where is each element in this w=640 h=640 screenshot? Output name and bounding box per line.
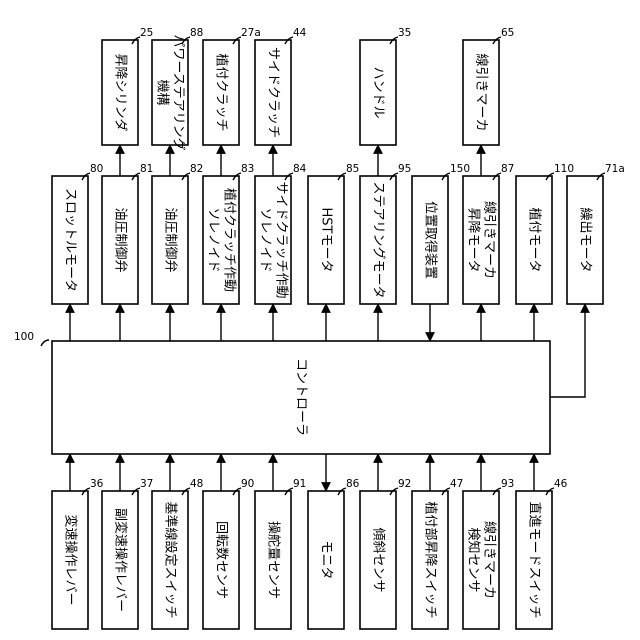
middle-row-block: 油圧制御弁 81 (102, 163, 153, 304)
ref-number: 87 (501, 163, 514, 175)
block-label: 油圧制御弁 (113, 207, 128, 272)
block-label: サイドクラッチ (266, 47, 281, 138)
block-label: HSTモータ (319, 208, 334, 273)
controller-ref-leader (41, 340, 49, 346)
block-label: モニタ (319, 540, 334, 579)
ref-number: 48 (190, 478, 203, 490)
middle-row-block: 位置取得装置 150 (412, 163, 470, 304)
block-label: 昇降シリンダ (113, 53, 128, 131)
bottom-row-block: 線引きマーカ検知センサ 93 (463, 478, 514, 629)
ref-number: 88 (190, 27, 203, 39)
controller-label: コントローラ (294, 358, 309, 436)
block-label: ソレノイド (206, 207, 221, 272)
ref-number: 36 (90, 478, 104, 490)
block-label: 操舵量センサ (266, 521, 282, 599)
top-row-block: 植付クラッチ 27a (203, 27, 261, 145)
block-label: ハンドル (371, 66, 386, 118)
blocks: コントローラ 100 昇降シリンダ 25 パワーステアリング機構 88 植付クラッチ 27… (14, 27, 625, 629)
ref-number: 82 (190, 163, 203, 175)
middle-row-block: 線引きマーカ昇降モータ 87 (463, 163, 514, 304)
ref-number: 92 (398, 478, 411, 490)
middle-row-block: 油圧制御弁 82 (152, 163, 203, 304)
ref-number: 90 (241, 478, 254, 490)
ref-number: 150 (450, 163, 470, 175)
bottom-row-block: 傾斜センサ 92 (360, 478, 411, 629)
ref-number: 85 (346, 163, 359, 175)
top-row-block: 昇降シリンダ 25 (102, 27, 153, 145)
bottom-row-block: 副変速操作レバー 37 (102, 478, 153, 629)
block-label: 変速操作レバー (63, 514, 79, 605)
wire-controller-to-feed-motor (550, 304, 585, 397)
block-label: 傾斜センサ (371, 527, 386, 592)
ref-number: 35 (398, 27, 411, 39)
block-label: 機構 (155, 79, 170, 105)
block-label: 副変速操作レバー (113, 508, 129, 612)
middle-row-block: HSTモータ 85 (308, 163, 359, 304)
block-label: 線引きマーカ (482, 521, 498, 599)
block-label: 検知センサ (466, 527, 482, 592)
ref-number: 80 (90, 163, 103, 175)
ref-number: 37 (140, 478, 153, 490)
block-label: 昇降モータ (466, 207, 481, 272)
bottom-row-block: 変速操作レバー 36 (52, 478, 104, 629)
block-label: ソレノイド (258, 207, 273, 272)
bottom-row-block: 直進モードスイッチ 46 (516, 478, 568, 629)
ref-number: 25 (140, 27, 153, 39)
block-label: 植付部昇降スイッチ (423, 501, 438, 618)
bottom-row-block: モニタ 86 (308, 478, 360, 629)
middle-row-block: サイドクラッチ作動ソレノイド 84 (255, 163, 307, 304)
ref-number: 44 (293, 27, 307, 39)
controller-block: コントローラ 100 (14, 331, 550, 454)
ref-number: 95 (398, 163, 411, 175)
middle-row-block: 植付モータ 110 (516, 163, 574, 304)
block-label: パワーステアリング (171, 34, 186, 150)
ref-number: 47 (450, 478, 463, 490)
ref-number: 81 (140, 163, 153, 175)
top-row-block: ハンドル 35 (360, 27, 411, 145)
block-label: ステアリングモータ (371, 181, 386, 298)
ref-number: 65 (501, 27, 514, 39)
block-label: 油圧制御弁 (163, 207, 178, 272)
ref-number: 110 (554, 163, 574, 175)
bottom-row-block: 植付部昇降スイッチ 47 (412, 478, 463, 629)
block-label: 繰出モータ (578, 207, 593, 272)
top-row-block: パワーステアリング機構 88 (152, 27, 203, 151)
middle-row-block: 植付クラッチ作動ソレノイド 83 (203, 163, 254, 304)
bottom-row-block: 基準線設定スイッチ 48 (152, 478, 203, 629)
block-label: 植付クラッチ作動 (222, 188, 237, 292)
middle-row-block: ステアリングモータ 95 (360, 163, 411, 304)
ref-number: 93 (501, 478, 514, 490)
block-label: 植付モータ (527, 207, 542, 272)
bottom-row-block: 操舵量センサ 91 (255, 478, 306, 629)
block-label: サイドクラッチ作動 (274, 181, 289, 298)
block-label: 位置取得装置 (423, 201, 439, 279)
bottom-row-block: 回転数センサ 90 (203, 478, 254, 629)
middle-row-block: スロットルモータ 80 (52, 163, 103, 304)
top-row-block: サイドクラッチ 44 (255, 27, 307, 145)
block-label: 直進モードスイッチ (527, 501, 542, 618)
ref-number: 83 (241, 163, 254, 175)
ref-number: 84 (293, 163, 307, 175)
ref-number: 91 (293, 478, 306, 490)
ref-number: 71a (605, 163, 625, 175)
block-label: 回転数センサ (214, 521, 229, 599)
block-label: 基準線設定スイッチ (163, 501, 179, 618)
ref-number: 27a (241, 27, 261, 39)
block-label: 線引きマーカ (474, 53, 490, 131)
block-label: 植付クラッチ (214, 53, 229, 131)
block-label: スロットルモータ (63, 188, 78, 292)
ref-number: 86 (346, 478, 360, 490)
top-row-block: 線引きマーカ 65 (463, 27, 514, 145)
controller-ref: 100 (14, 331, 34, 343)
ref-number: 46 (554, 478, 568, 490)
block-label: 線引きマーカ (482, 201, 498, 279)
middle-row-block: 繰出モータ 71a (567, 163, 625, 304)
